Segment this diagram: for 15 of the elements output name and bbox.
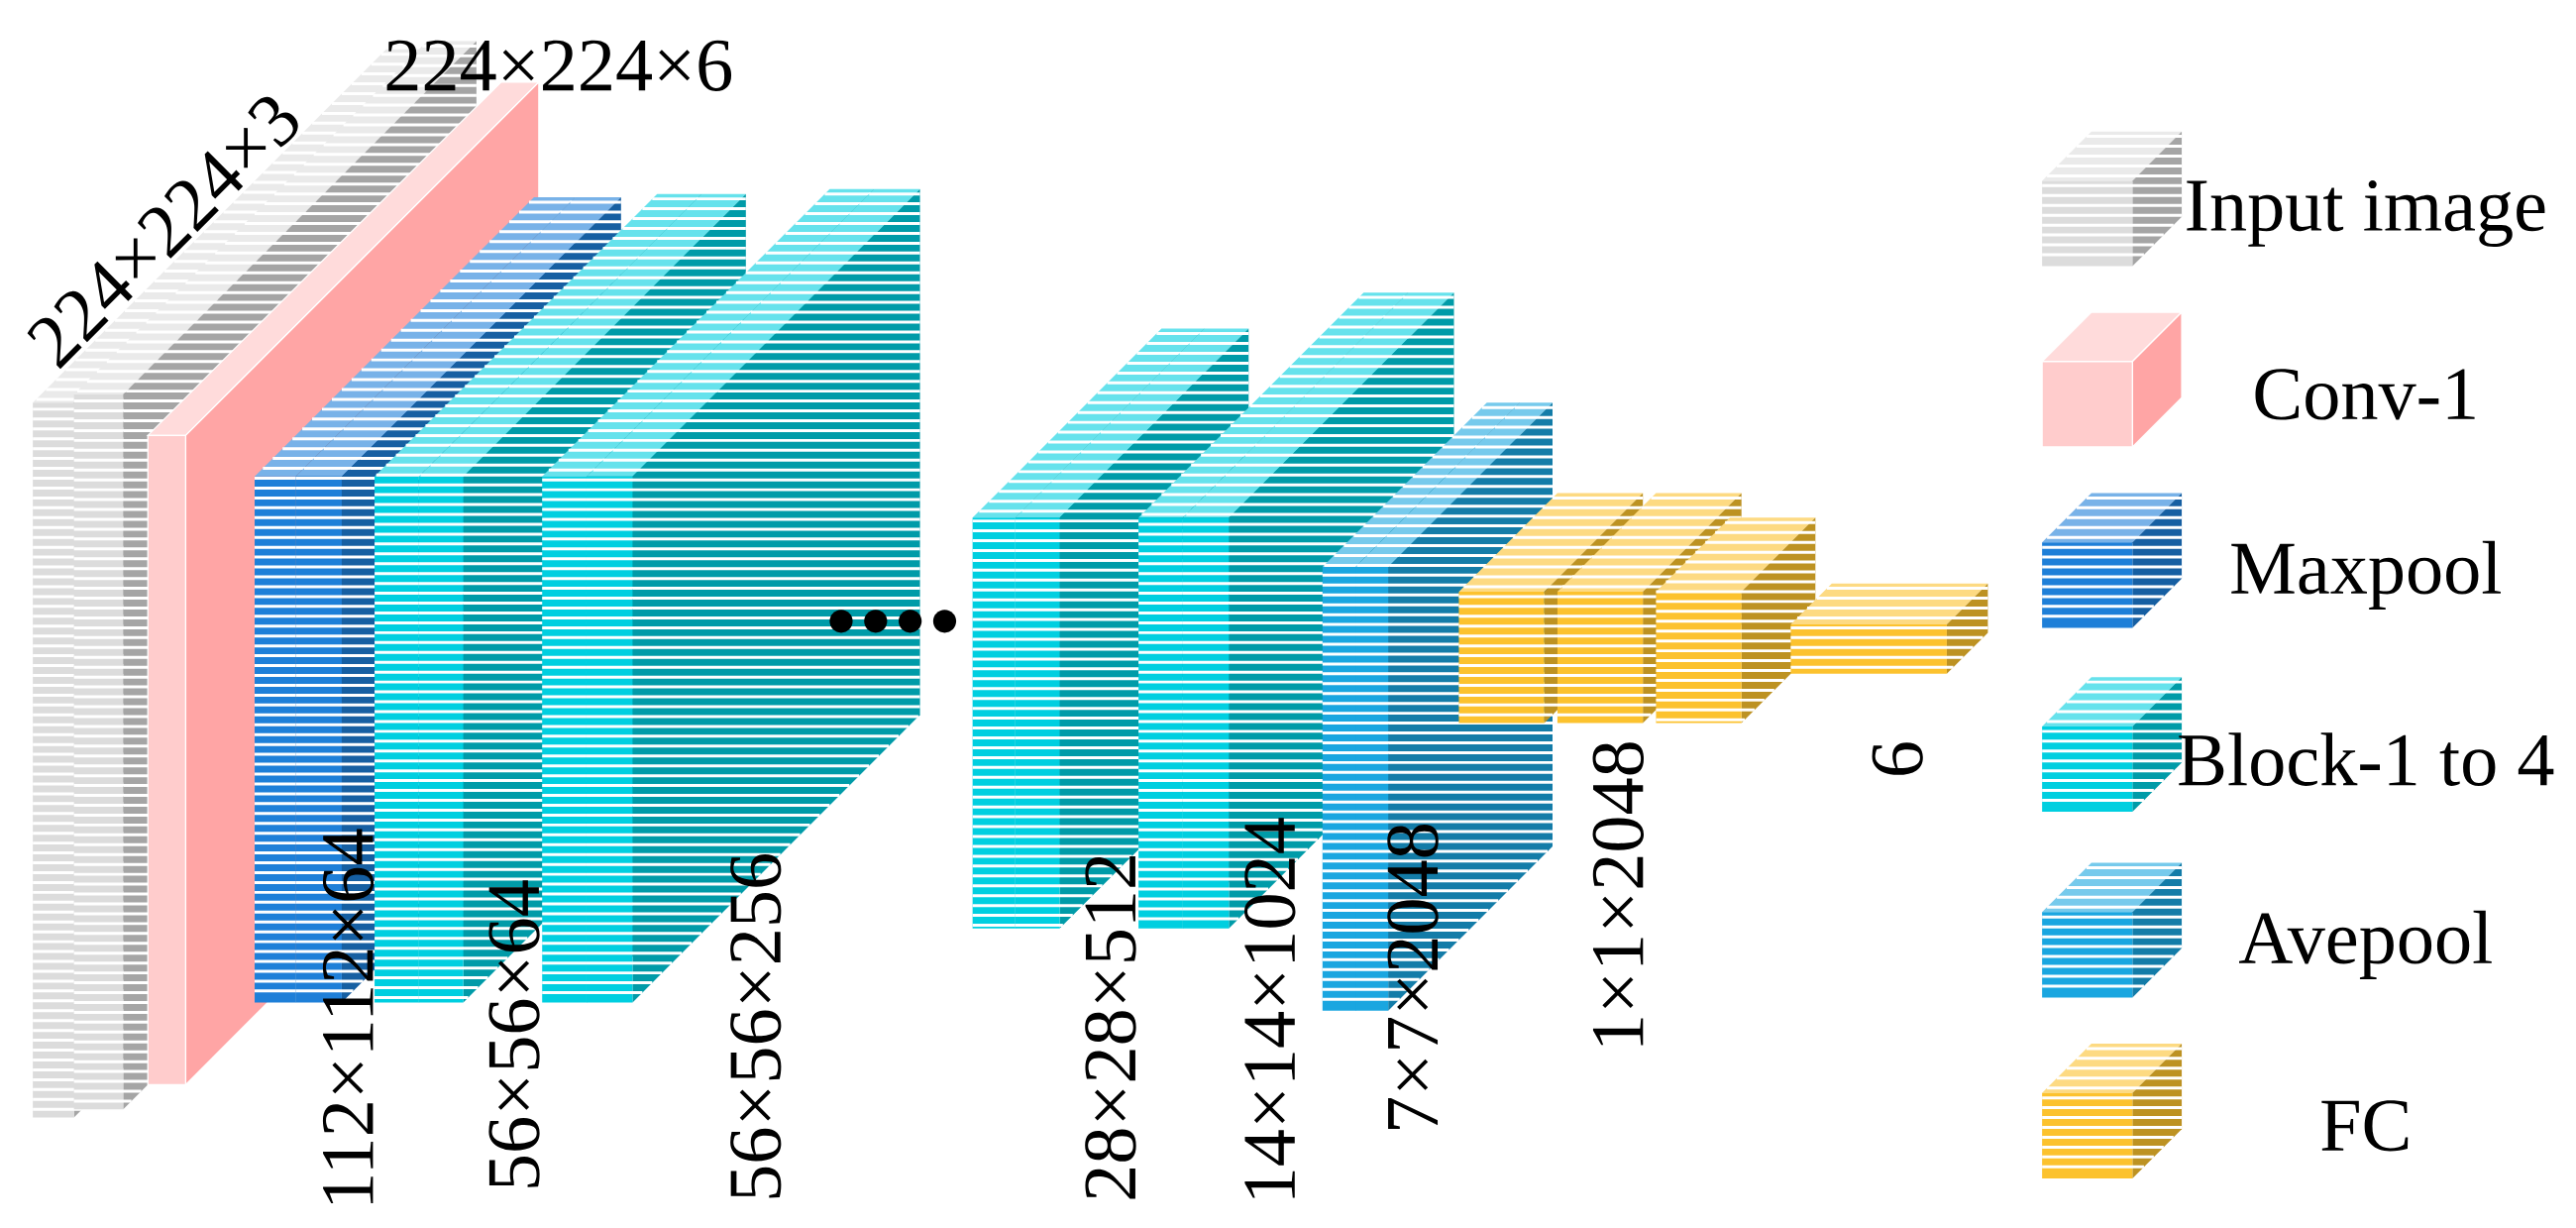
- legend-label: Block-1 to 4: [2179, 732, 2554, 787]
- legend-label: Avepool: [2239, 911, 2492, 980]
- dimension-label: 56×56×256: [730, 854, 782, 1198]
- legend-label: Conv-1: [2255, 369, 2475, 420]
- dimension-label: 28×28×512: [1085, 856, 1136, 1199]
- dimension-label: 1×1×2048: [1592, 742, 1645, 1046]
- dimension-label: 14×14×1024: [1244, 818, 1296, 1198]
- dimension-label: 6: [1872, 742, 1923, 776]
- dimension-label: 7×7×2048: [1387, 825, 1439, 1130]
- legend-label: FC: [2321, 1100, 2409, 1152]
- dimension-label: 112×112×64: [322, 829, 375, 1204]
- legend-label: Input image: [2187, 180, 2545, 248]
- dimension-label: 56×56×64: [488, 880, 540, 1187]
- dimension-label: 224×224×6: [386, 40, 732, 92]
- legend-label: Maxpool: [2231, 540, 2501, 611]
